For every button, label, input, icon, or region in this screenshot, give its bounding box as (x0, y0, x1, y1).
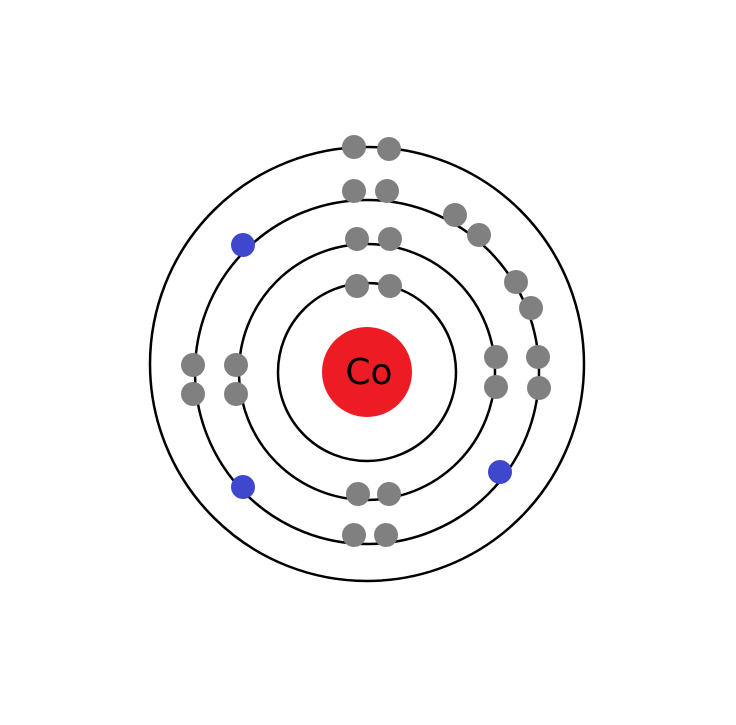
shell-1-electron-1 (345, 274, 369, 298)
shell-3-electron-5 (504, 270, 528, 294)
shell-3-electron-15 (231, 233, 255, 257)
nucleus: Co (322, 327, 412, 417)
shell-2-electron-4 (224, 382, 248, 406)
shell-2-electron-2 (378, 227, 402, 251)
shell-3-electron-11 (342, 523, 366, 547)
shell-2-electron-5 (484, 345, 508, 369)
shell-2-electron-7 (346, 482, 370, 506)
shell-4-electron-2 (377, 137, 401, 161)
shell-3-electron-7 (526, 345, 550, 369)
shell-3-electron-13 (181, 353, 205, 377)
shell-3-electron-9 (488, 460, 512, 484)
shell-1-electron-2 (378, 274, 402, 298)
electrons (181, 135, 551, 547)
shell-3-electron-12 (231, 475, 255, 499)
shell-3-electron-8 (527, 376, 551, 400)
shell-2-electron-3 (224, 353, 248, 377)
shell-2-electron-1 (345, 227, 369, 251)
nucleus-circle (322, 327, 412, 417)
shell-3-electron-1 (342, 179, 366, 203)
element-symbol: Co (345, 352, 392, 393)
shell-2-electron-6 (484, 375, 508, 399)
shell-3-electron-6 (519, 296, 543, 320)
shell-3-electron-2 (375, 179, 399, 203)
shell-3-electron-4 (467, 223, 491, 247)
shell-4-electron-1 (342, 135, 366, 159)
shell-2-electron-8 (377, 482, 401, 506)
shell-3-electron-14 (181, 382, 205, 406)
shell-4-orbit (148, 145, 586, 583)
shell-3-electron-10 (374, 523, 398, 547)
shell-3-electron-3 (443, 203, 467, 227)
